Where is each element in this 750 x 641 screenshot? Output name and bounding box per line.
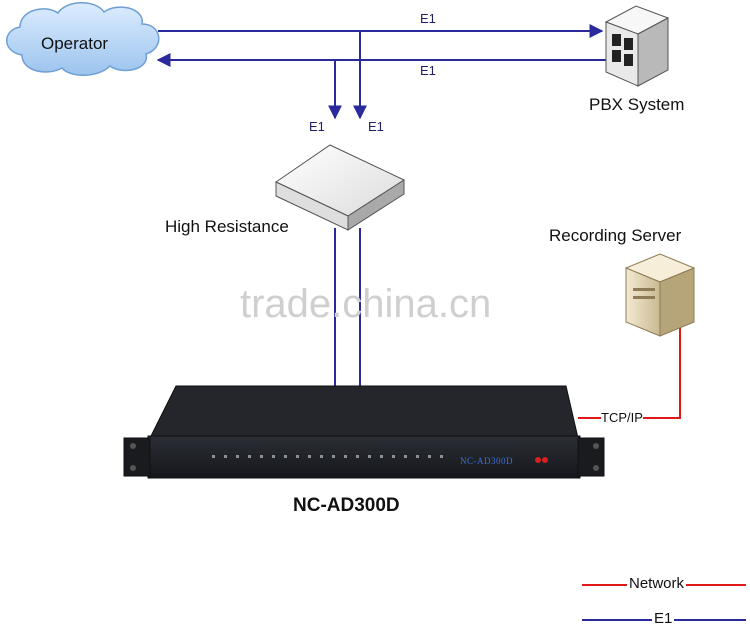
front-panel-led	[416, 455, 419, 458]
operator-label: Operator	[41, 34, 109, 53]
front-panel-led	[284, 455, 287, 458]
front-panel-led	[404, 455, 407, 458]
front-panel-led	[344, 455, 347, 458]
e1-top-label: E1	[420, 11, 436, 26]
front-panel-led	[272, 455, 275, 458]
front-panel-leds	[212, 455, 443, 458]
front-panel-led	[260, 455, 263, 458]
front-panel-led	[392, 455, 395, 458]
tcpip-label: TCP/IP	[601, 410, 643, 425]
legend-e1-label: E1	[652, 610, 675, 627]
front-panel-led	[296, 455, 299, 458]
front-panel-led	[380, 455, 383, 458]
front-panel-led	[308, 455, 311, 458]
high-resistance-label: High Resistance	[165, 217, 289, 236]
front-panel-led	[212, 455, 215, 458]
front-panel-led	[428, 455, 431, 458]
front-panel-led	[248, 455, 251, 458]
brand-logo-dot	[542, 457, 548, 463]
high-resistance-icon	[274, 144, 406, 231]
nc-ad300d-device: NC-AD300D	[123, 385, 605, 479]
e1-return-label: E1	[420, 63, 436, 78]
recording-server-label: Recording Server	[549, 226, 682, 245]
front-panel-led	[224, 455, 227, 458]
watermark: trade.china.cn	[240, 282, 492, 326]
e1-links	[156, 24, 606, 388]
front-panel-led	[368, 455, 371, 458]
operator-cloud	[6, 2, 160, 76]
e1-right-drop-label: E1	[368, 119, 384, 134]
device-title: NC-AD300D	[293, 495, 400, 516]
e1-left-drop-label: E1	[309, 119, 325, 134]
device-front-model: NC-AD300D	[460, 456, 513, 466]
front-panel-led	[332, 455, 335, 458]
front-panel-led	[236, 455, 239, 458]
pbx-icon	[604, 5, 670, 87]
pbx-label: PBX System	[589, 95, 685, 114]
legend-network-label: Network	[627, 575, 687, 592]
front-panel-led	[356, 455, 359, 458]
brand-logo	[535, 457, 541, 463]
front-panel-led	[320, 455, 323, 458]
recording-server-icon	[624, 253, 696, 337]
front-panel-led	[440, 455, 443, 458]
